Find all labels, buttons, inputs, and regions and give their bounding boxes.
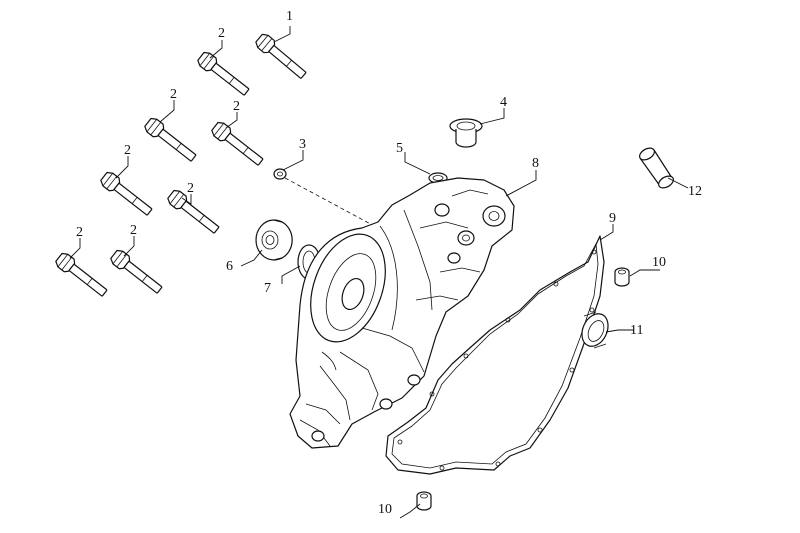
dowel-10b [416,491,432,511]
bolt-2g [108,247,166,298]
callout-2d: 2 [124,143,131,158]
bolt-2f [53,250,111,301]
callout-2b: 2 [170,87,177,102]
callout-6: 6 [226,259,233,274]
oil-seal-11 [581,311,609,349]
sleeve-12 [639,147,674,189]
plug-4 [449,118,483,148]
callout-2c: 2 [233,99,240,114]
callout-12: 12 [688,184,702,199]
callout-7: 7 [264,281,271,296]
callout-numbers: 1 2 2 2 2 2 2 2 3 4 5 6 7 8 9 10 11 12 1… [76,9,702,517]
callout-4: 4 [500,95,507,110]
callout-10a: 10 [652,255,666,270]
leader-lines [69,26,689,519]
callout-9: 9 [609,211,616,226]
gasket-9 [385,235,605,475]
callout-2a: 2 [218,26,225,41]
callout-5: 5 [396,141,403,156]
dowel-10a [614,267,630,287]
callout-8: 8 [532,156,539,171]
callout-10b: 10 [378,502,392,517]
alignment-line [284,177,379,229]
callout-1: 1 [286,9,293,24]
callout-11: 11 [630,323,643,338]
bolt-2c [209,119,267,170]
clutch-cover-8 [289,177,515,449]
callout-2e: 2 [187,181,194,196]
callout-2f: 2 [76,225,83,240]
bolt-2d [98,169,156,220]
bolt-2b [142,115,200,166]
bolt-1 [253,31,310,83]
washer-3 [273,168,287,180]
callout-2g: 2 [130,223,137,238]
bolt-2a [195,49,253,100]
seal-6 [255,219,293,261]
callout-3: 3 [299,137,306,152]
